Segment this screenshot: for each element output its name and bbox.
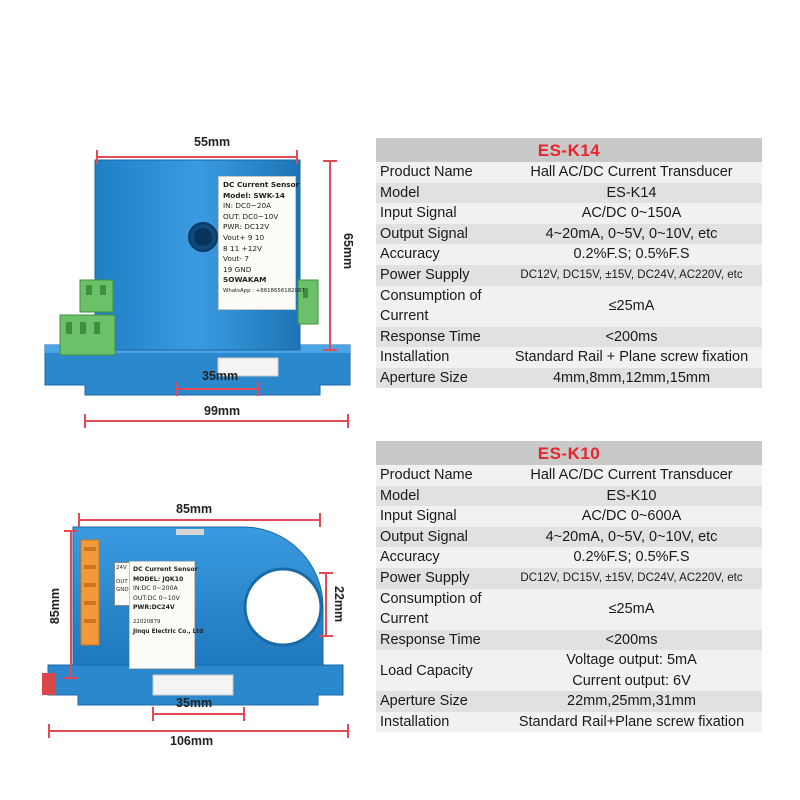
table-row: Consumption of Current≤25mA xyxy=(376,285,762,327)
table-title: ES-K14 xyxy=(376,138,762,162)
sensor-body-es-k10 xyxy=(42,526,344,706)
table-row: Consumption of Current≤25mA xyxy=(376,588,762,630)
table-row: Response Time<200ms xyxy=(376,629,762,651)
table-title: ES-K10 xyxy=(376,441,762,465)
device-label-es-k10: DC Current Sensor MODEL: JQK10 IN:DC 0~2… xyxy=(129,561,203,669)
table-row: Response Time<200ms xyxy=(376,326,762,348)
terminal-tags: 24V OUT GND xyxy=(114,562,130,606)
device-label-es-k14: DC Current Sensor Model: SWK-14 IN: DC0~… xyxy=(218,176,305,310)
